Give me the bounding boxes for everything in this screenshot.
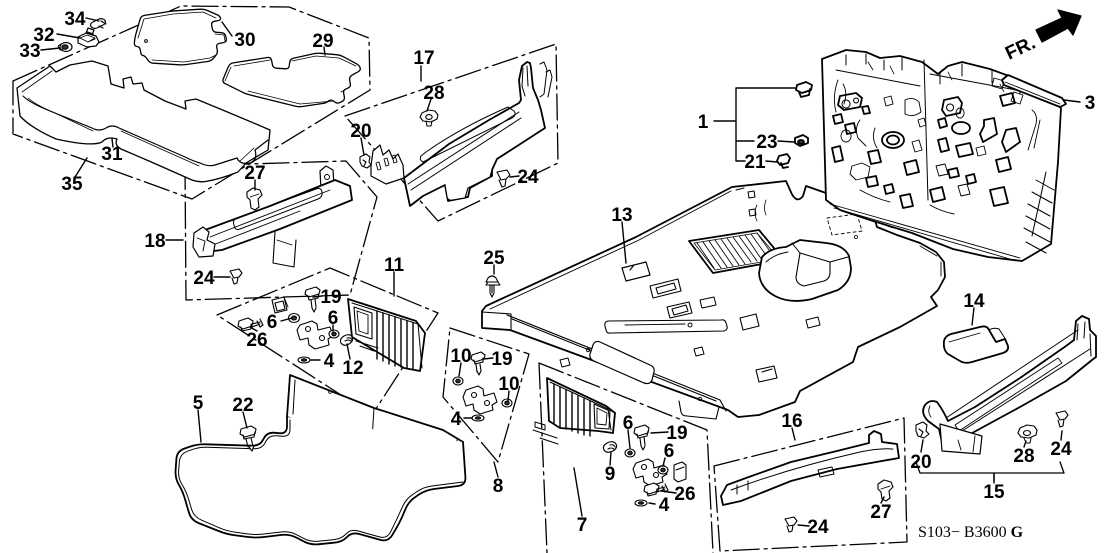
svg-text:24: 24 (517, 167, 539, 188)
svg-text:24: 24 (193, 268, 215, 289)
svg-text:24: 24 (807, 517, 829, 538)
svg-text:27: 27 (870, 502, 891, 523)
svg-text:32: 32 (33, 25, 54, 46)
svg-text:10: 10 (498, 374, 519, 395)
svg-text:18: 18 (144, 231, 165, 252)
svg-text:16: 16 (781, 411, 802, 432)
svg-text:34: 34 (64, 9, 86, 30)
svg-text:17: 17 (413, 48, 434, 69)
svg-text:9: 9 (605, 464, 616, 485)
svg-text:35: 35 (61, 174, 83, 195)
svg-text:1: 1 (698, 112, 709, 133)
svg-text:28: 28 (423, 83, 444, 104)
svg-text:15: 15 (983, 482, 1005, 503)
svg-text:4: 4 (324, 351, 335, 372)
svg-text:4: 4 (659, 495, 670, 516)
svg-text:26: 26 (246, 330, 267, 351)
svg-text:S103− B3600 G: S103− B3600 G (918, 524, 1024, 541)
svg-text:8: 8 (493, 476, 504, 497)
svg-text:31: 31 (101, 144, 123, 165)
svg-text:6: 6 (267, 312, 278, 333)
svg-text:21: 21 (744, 152, 766, 173)
svg-text:28: 28 (1013, 446, 1034, 467)
svg-text:33: 33 (19, 41, 40, 62)
svg-text:20: 20 (350, 121, 371, 142)
svg-text:26: 26 (674, 484, 695, 505)
svg-text:27: 27 (244, 163, 265, 184)
svg-text:6: 6 (328, 308, 339, 329)
svg-text:23: 23 (756, 132, 777, 153)
svg-text:30: 30 (234, 30, 255, 51)
svg-text:12: 12 (342, 358, 363, 379)
svg-text:6: 6 (623, 413, 634, 434)
svg-text:13: 13 (611, 205, 632, 226)
svg-text:5: 5 (193, 393, 204, 414)
svg-text:29: 29 (312, 31, 333, 52)
svg-text:24: 24 (1050, 439, 1072, 460)
svg-text:4: 4 (451, 409, 462, 430)
svg-text:11: 11 (384, 255, 405, 276)
svg-text:19: 19 (320, 287, 341, 308)
svg-text:14: 14 (963, 291, 985, 312)
svg-text:6: 6 (664, 441, 675, 462)
svg-text:20: 20 (910, 452, 931, 473)
svg-text:22: 22 (232, 395, 253, 416)
svg-text:25: 25 (483, 248, 505, 269)
svg-text:10: 10 (450, 346, 471, 367)
svg-text:7: 7 (577, 515, 588, 536)
svg-text:19: 19 (491, 349, 512, 370)
svg-text:19: 19 (666, 423, 687, 444)
svg-text:FR.: FR. (1002, 33, 1039, 65)
svg-text:3: 3 (1085, 93, 1096, 114)
